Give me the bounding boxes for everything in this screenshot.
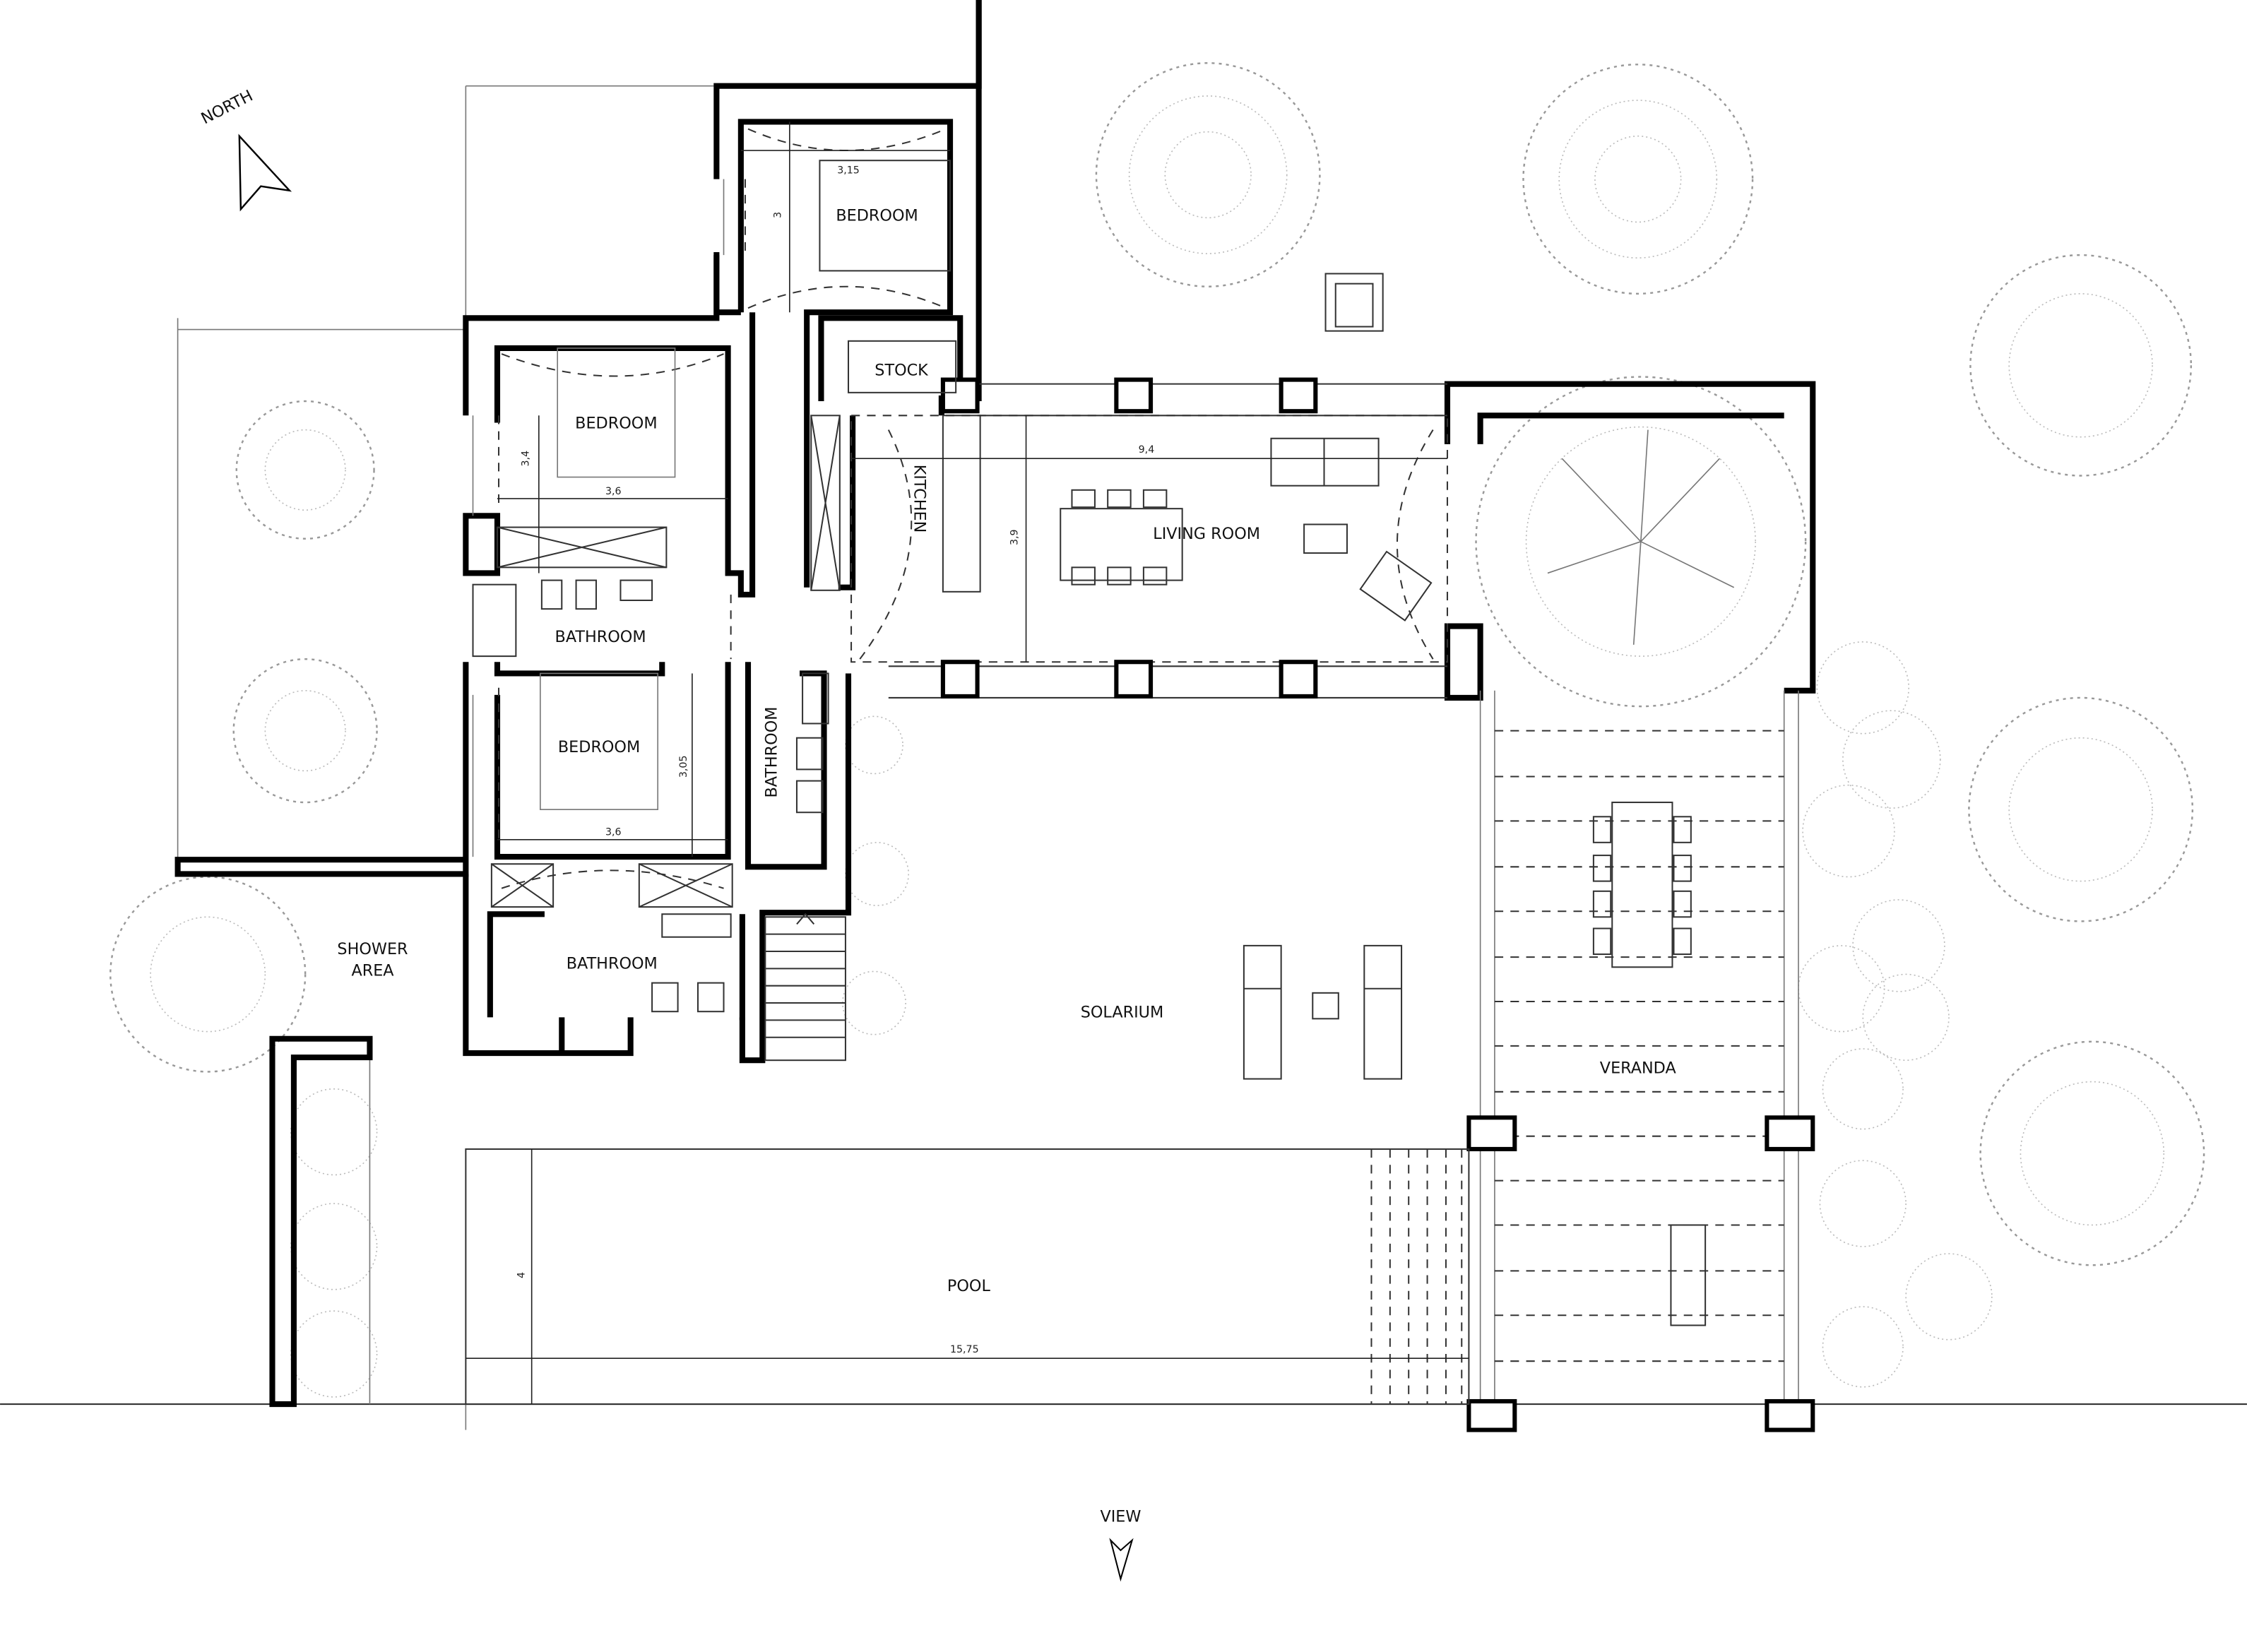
room-label-kitchen: KITCHEN <box>910 465 928 533</box>
dim-pool-width: 4 <box>516 1272 528 1278</box>
dim-living-depth: 3,9 <box>1009 529 1020 545</box>
tree-icon <box>1979 1040 2205 1266</box>
room-label-bathroom-middle: BATHROOM <box>555 628 646 646</box>
view-arrow-icon <box>1109 1538 1134 1582</box>
tree-icon <box>235 400 375 540</box>
room-label-solarium: SOLARIUM <box>1081 1003 1164 1021</box>
pool <box>465 1148 1470 1406</box>
north-arrow-icon <box>238 133 292 212</box>
walls <box>174 0 1816 1408</box>
tree-icon <box>1522 64 1754 295</box>
room-labels: BEDROOM STOCK BEDROOM KITCHEN LIVING ROO… <box>337 206 1676 1295</box>
dim-bedroom-north-depth: 3 <box>773 212 784 218</box>
dim-bedroom-south-width: 3,6 <box>605 827 622 838</box>
room-label-bedroom-west: BEDROOM <box>575 415 657 433</box>
dim-bedroom-north-width: 3,15 <box>837 165 860 176</box>
room-label-bedroom-north: BEDROOM <box>836 206 918 225</box>
room-label-living-room: LIVING ROOM <box>1153 525 1260 543</box>
living-room-envelope <box>850 377 1448 699</box>
room-label-stock: STOCK <box>875 361 929 379</box>
tree-icon <box>232 658 378 804</box>
veranda-pergola <box>1466 690 1815 1432</box>
room-label-shower-area-2: AREA <box>351 961 394 980</box>
tree-icon <box>1969 254 2193 477</box>
room-label-pool: POOL <box>947 1277 991 1295</box>
dim-bedroom-west-depth: 3,4 <box>521 451 532 467</box>
courtyard-tree-icon <box>1475 376 1807 708</box>
dimension-labels: 3,15 3 3,4 3,6 9,4 3,9 3,05 3,6 4 15,75 <box>516 165 1155 1355</box>
furniture <box>472 160 1707 1326</box>
view-label: VIEW <box>1100 1507 1141 1526</box>
dim-pool-length: 15,75 <box>950 1344 979 1355</box>
dim-bedroom-south-depth: 3,05 <box>678 756 689 778</box>
dimension-lines <box>466 121 1469 1405</box>
room-label-bathroom-south: BATHROOM <box>567 954 658 973</box>
tree-icon <box>1095 62 1321 287</box>
view-marker: VIEW <box>1100 1507 1141 1582</box>
room-label-veranda: VERANDA <box>1600 1059 1677 1077</box>
trees <box>109 62 2205 1398</box>
room-label-bedroom-south: BEDROOM <box>558 738 640 756</box>
stairs <box>764 913 846 1062</box>
room-label-shower-area-1: SHOWER <box>337 940 408 958</box>
room-label-bathroom-vertical: BATHROOM <box>763 707 781 798</box>
door-arcs <box>472 128 947 889</box>
dim-living-width: 9,4 <box>1139 444 1155 456</box>
tree-icon <box>1968 696 2194 922</box>
dim-bedroom-west-width: 3,6 <box>605 486 622 497</box>
